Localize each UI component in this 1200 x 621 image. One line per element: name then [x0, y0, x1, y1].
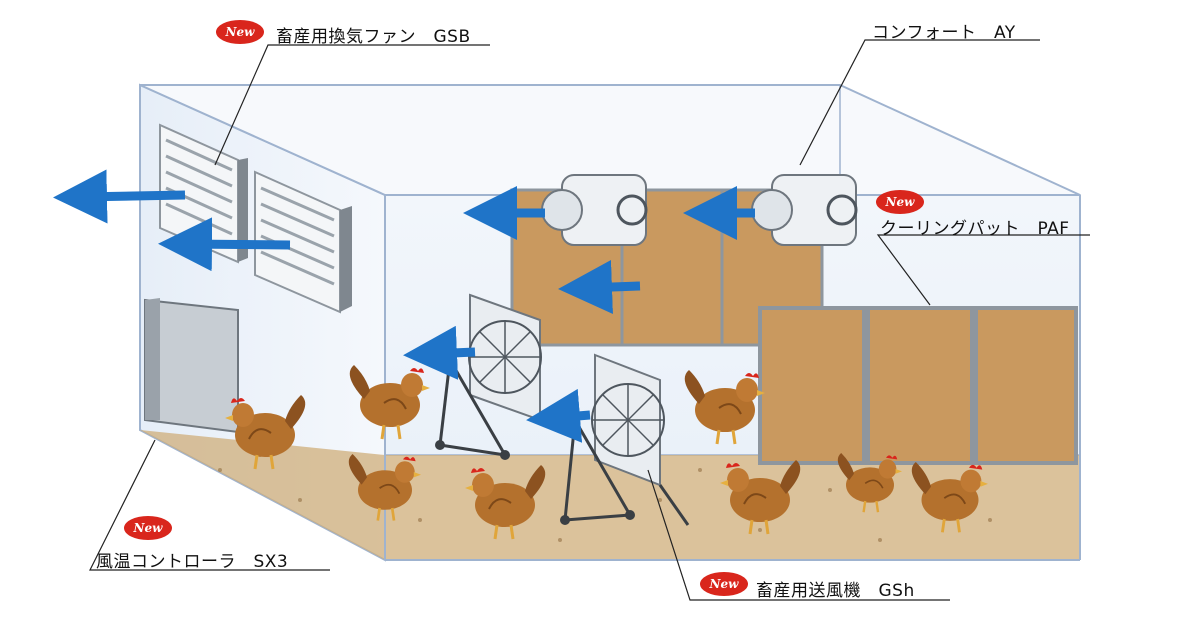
- new-badge-controller: New: [124, 516, 172, 540]
- blower-fan-2: [560, 353, 690, 526]
- controller-box: [144, 298, 239, 434]
- label-comfort: コンフォート AY: [872, 23, 1016, 43]
- label-controller: 風温コントローラ SX3: [96, 552, 289, 572]
- exhaust-fan-2: [254, 170, 352, 314]
- callout-lines: [89, 39, 1090, 601]
- arrow-exhaust-1: [53, 169, 186, 224]
- label-exhaust-fan: 畜産用換気ファン GSB: [276, 27, 471, 47]
- arrow-blower-1: [403, 325, 476, 380]
- comfort-fan-1: [541, 174, 648, 246]
- label-blower: 畜産用送風機 GSh: [756, 581, 915, 601]
- cooling-pad-panels: [758, 306, 1078, 465]
- arrow-blower-2: [526, 388, 591, 443]
- arrow-exhaust-2: [158, 217, 291, 272]
- new-badge-exhaust: New: [216, 20, 264, 44]
- new-badge-cooling-pad: New: [876, 190, 924, 214]
- label-cooling-pad: クーリングパット PAF: [880, 219, 1070, 239]
- new-badge-blower: New: [700, 572, 748, 596]
- airflow-arrows: [53, 169, 755, 443]
- comfort-fan-2: [751, 174, 858, 246]
- blower-fan-1: [435, 293, 542, 460]
- arrow-pad: [558, 260, 641, 315]
